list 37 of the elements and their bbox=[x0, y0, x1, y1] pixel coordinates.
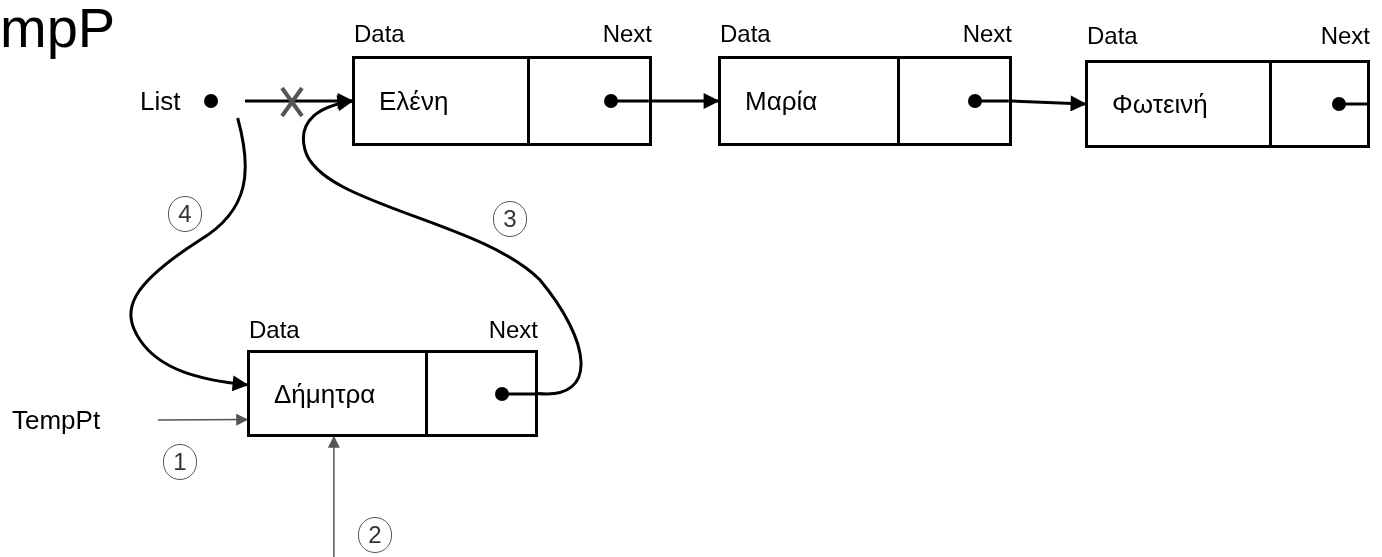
data-field bbox=[718, 56, 900, 146]
callout-number: 1 bbox=[163, 444, 197, 480]
pointer-field bbox=[530, 56, 652, 146]
arrow bbox=[245, 93, 354, 109]
pointer-field bbox=[900, 56, 1012, 146]
field-heading: Next bbox=[602, 22, 652, 46]
field-value: Φωτεινή bbox=[1111, 91, 1208, 117]
field-value: Μαρία bbox=[744, 88, 818, 114]
callout-number: 3 bbox=[493, 201, 527, 237]
arrow bbox=[327, 435, 340, 557]
field-heading: Data bbox=[1087, 24, 1138, 48]
callout-number: 2 bbox=[358, 517, 392, 553]
list-node bbox=[247, 318, 538, 437]
data-field bbox=[247, 350, 428, 437]
arrow bbox=[157, 413, 249, 426]
pointer-field bbox=[428, 350, 538, 437]
list-node bbox=[1085, 24, 1370, 148]
arrow bbox=[652, 93, 720, 109]
field-heading: Next bbox=[1320, 24, 1370, 48]
callout-number: 4 bbox=[168, 196, 202, 232]
field-value: Ελένη bbox=[378, 88, 449, 114]
arrow bbox=[129, 117, 249, 392]
pointer-name: TempPt bbox=[12, 407, 101, 433]
data-field bbox=[1085, 60, 1272, 148]
field-heading: Data bbox=[720, 22, 771, 46]
list-node bbox=[352, 22, 652, 146]
field-heading: Data bbox=[354, 22, 405, 46]
field-heading: Next bbox=[488, 318, 538, 342]
pointer-field bbox=[1272, 60, 1370, 148]
field-value: Δήμητρα bbox=[273, 380, 376, 407]
list-node bbox=[718, 22, 1012, 146]
data-field bbox=[352, 56, 530, 146]
field-heading: Data bbox=[249, 318, 300, 342]
arrow bbox=[1011, 95, 1087, 112]
pointer-name: List bbox=[140, 88, 181, 114]
arrow bbox=[302, 95, 583, 396]
field-heading: Next bbox=[962, 22, 1012, 46]
